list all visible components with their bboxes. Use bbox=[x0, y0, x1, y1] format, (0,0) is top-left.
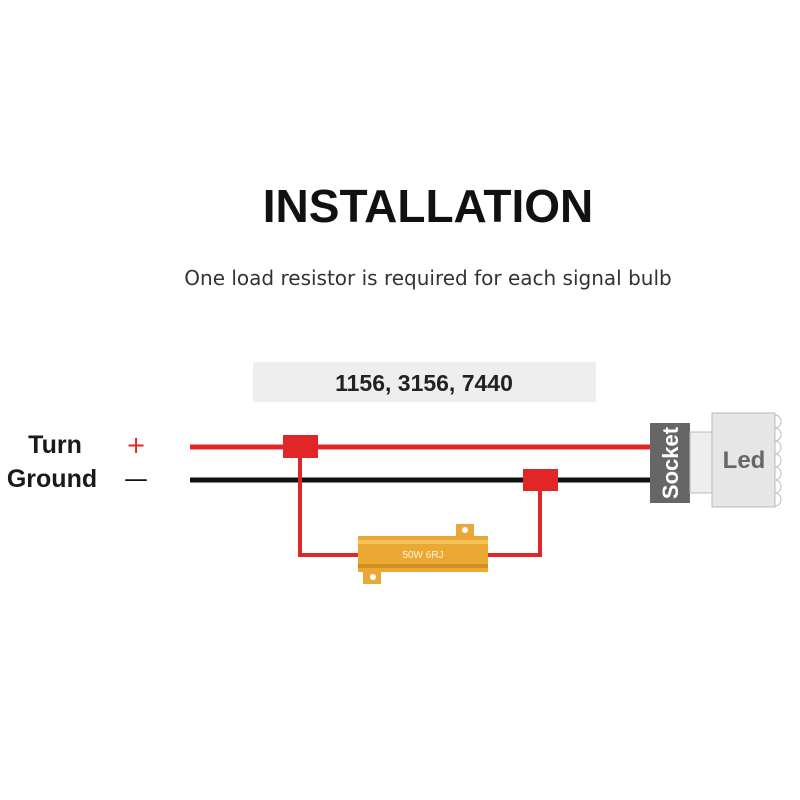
load-resistor: 50W 6RJ bbox=[358, 524, 488, 584]
turn-tap-connector bbox=[283, 435, 318, 458]
resistor-lead-right bbox=[488, 480, 542, 557]
led-label: Led bbox=[723, 447, 766, 474]
minus-sign: — bbox=[124, 465, 148, 493]
bulb-models: 1156, 3156, 7440 bbox=[335, 370, 513, 396]
turn-label: Turn bbox=[28, 431, 82, 459]
models-banner bbox=[253, 362, 596, 402]
socket bbox=[650, 423, 690, 503]
socket-label: Socket bbox=[658, 426, 683, 499]
ground-label: Ground bbox=[7, 465, 97, 493]
resistor-lead-left bbox=[298, 447, 358, 557]
plus-sign: + bbox=[126, 431, 146, 459]
title: INSTALLATION bbox=[263, 180, 593, 232]
ground-tap-connector bbox=[523, 469, 558, 491]
led-bulb bbox=[711, 412, 782, 508]
subtitle: One load resistor is required for each s… bbox=[184, 266, 671, 290]
resistor-label: 50W 6RJ bbox=[402, 550, 443, 561]
bulb-base bbox=[689, 431, 713, 494]
